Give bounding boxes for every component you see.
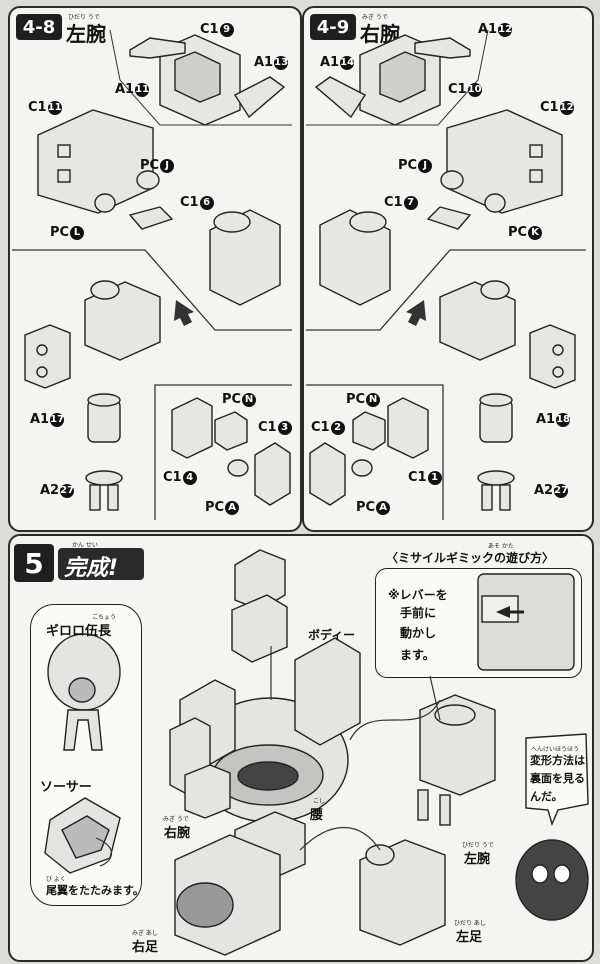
speech-line: 裏面を見る <box>530 772 585 785</box>
gimmick-title: 〈ミサイルギミックの遊び方〉 <box>386 551 555 565</box>
right-arm-ruby: みぎ うで <box>163 816 189 823</box>
part-label: A114 <box>320 55 355 70</box>
left-arm-ruby: ひだり うで <box>462 842 494 849</box>
step-5-badge: 5 <box>14 544 54 582</box>
step-4-9-ruby: みぎ うで <box>362 14 388 21</box>
gimmick-line: 動かし <box>400 626 437 640</box>
tail-ruby: び よく <box>46 876 66 883</box>
gimmick-line: 手前に <box>400 606 437 620</box>
waist-ruby: こし <box>313 798 326 805</box>
giroro-ruby: ごちょう <box>92 614 117 621</box>
part-label: A118 <box>536 412 571 427</box>
right-leg-ruby: みぎ あし <box>132 930 158 937</box>
gimmick-ruby: あそ かた <box>488 543 514 550</box>
step-5-title-box <box>58 548 144 580</box>
gimmick-line: ます。 <box>400 648 435 662</box>
left-arm-label: 左腕 <box>464 852 491 867</box>
part-label: A227 <box>40 483 75 498</box>
part-label: A227 <box>534 483 569 498</box>
part-label: A117 <box>30 412 65 427</box>
part-label: C111 <box>28 100 62 115</box>
step-4-8-ruby: ひだり うで <box>68 14 100 21</box>
saucer-label: ソーサー <box>40 780 92 795</box>
part-label: A111 <box>115 82 150 97</box>
right-arm-label: 右腕 <box>164 826 191 841</box>
right-leg-label: 右足 <box>132 940 159 955</box>
part-label: A113 <box>254 55 289 70</box>
speech-ruby: へんけいほうほう <box>531 746 580 753</box>
giroro-label: ギロロ伍長 <box>46 624 112 639</box>
part-label: C112 <box>540 100 574 115</box>
left-leg-ruby: ひだり あし <box>454 920 486 927</box>
left-leg-label: 左足 <box>456 930 483 945</box>
step-5-title: 完成! <box>64 556 119 581</box>
waist-label: 腰 <box>310 808 324 823</box>
step-4-8-badge: 4-8 <box>16 14 62 40</box>
step-4-8-title: 左腕 <box>66 22 106 46</box>
speech-line: 変形方法は <box>530 754 585 767</box>
step-4-9-badge: 4-9 <box>310 14 356 40</box>
part-label: A112 <box>478 22 513 37</box>
tail-label: 尾翼をたたみます。 <box>46 884 144 897</box>
part-label: C110 <box>448 82 482 97</box>
speech-line: んだ。 <box>530 790 563 803</box>
gimmick-line: ※レバーを <box>388 588 448 602</box>
step-5-ruby: かん せい <box>72 542 98 549</box>
body-label: ボディー <box>308 628 356 642</box>
